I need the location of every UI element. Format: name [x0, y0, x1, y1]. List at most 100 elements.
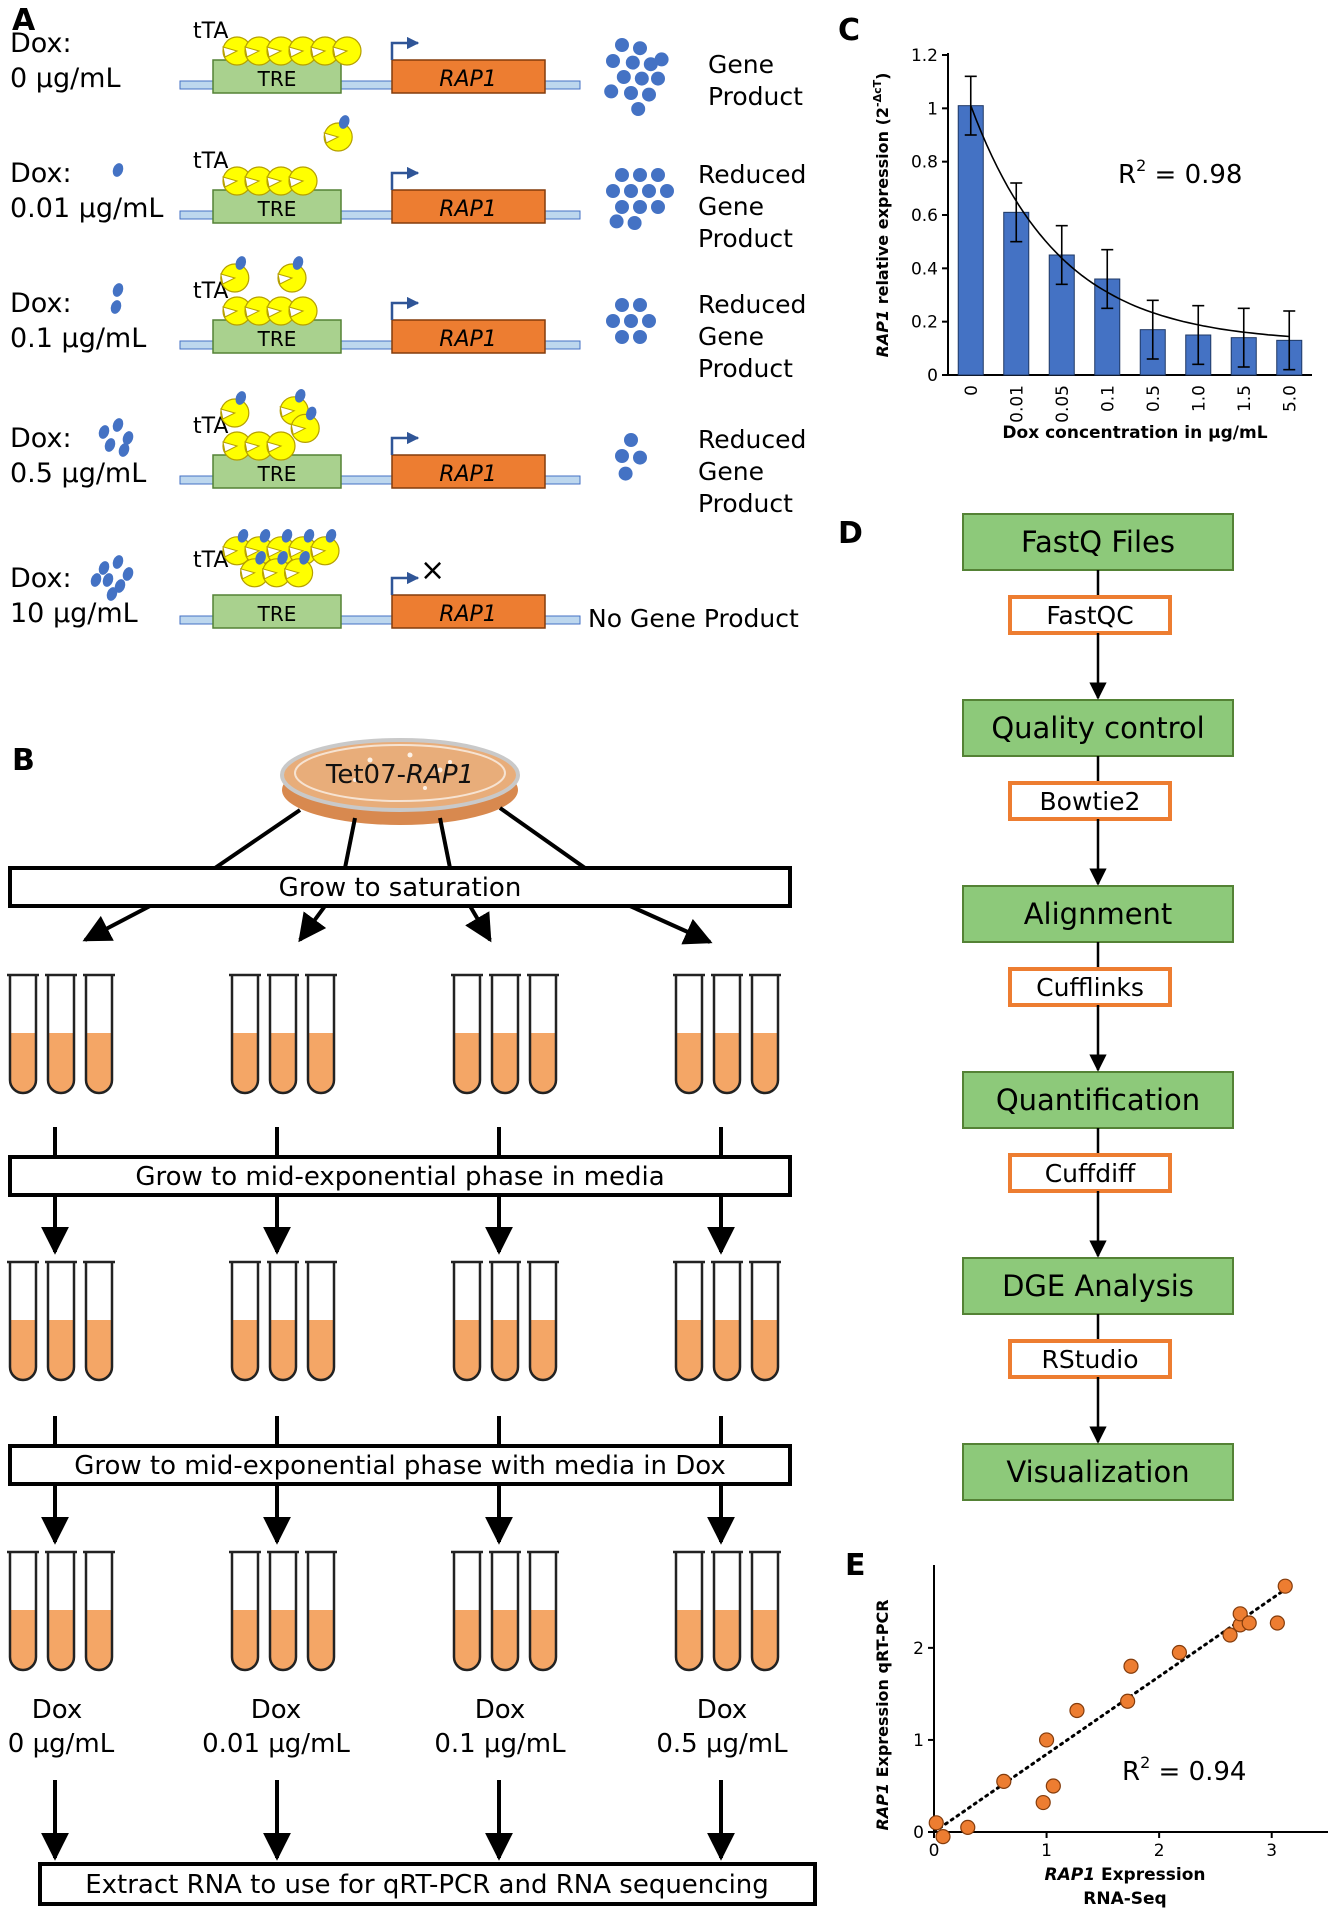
culture-liquid [232, 1033, 258, 1093]
scatter-point [1269, 1615, 1285, 1631]
tre-label: TRE [257, 67, 297, 91]
tta-proteins [222, 529, 340, 588]
tta-label: tTA [193, 19, 228, 44]
scatter-point [1045, 1778, 1061, 1794]
group-conc-label: 0 µg/mL [8, 1729, 115, 1759]
dox-drops [112, 163, 124, 177]
culture-liquid [492, 1320, 518, 1380]
scatter-point [1038, 1732, 1055, 1748]
dna-strand [179, 210, 581, 220]
dna-strand [179, 80, 581, 90]
scatter-point [1069, 1702, 1085, 1719]
pipeline-step-label: DGE Analysis [1002, 1269, 1194, 1303]
group-conc-label: 0.5 µg/mL [656, 1729, 788, 1759]
culture-liquid [752, 1610, 778, 1670]
dna-strand [179, 615, 581, 625]
test-tube-icon [8, 1552, 38, 1672]
test-tube-icon [230, 1552, 260, 1672]
dox-drops [110, 283, 124, 314]
test-tube-icon [8, 975, 38, 1095]
test-tube-icon [452, 975, 482, 1095]
panel-b: B Tet07-RAP1 Grow to saturation Grow to … [7, 738, 817, 1906]
gene-product-dots [604, 38, 669, 116]
tube-group-2 [451, 1260, 559, 1382]
culture-liquid [454, 1033, 480, 1093]
group-dox-label: Dox [475, 1695, 526, 1725]
scatter-point [928, 1815, 944, 1831]
y-tick-label: 2 [913, 1639, 924, 1659]
pipeline-step [962, 699, 1234, 757]
rap1-gene-label: RAP1 [439, 602, 497, 627]
test-tube-icon [84, 1552, 114, 1672]
culture-liquid [492, 1033, 518, 1093]
pipeline-tool [1008, 1153, 1172, 1193]
x-tick-label: 0.1 [1098, 385, 1118, 412]
rap1-gene-label: RAP1 [439, 327, 497, 352]
culture-liquid [676, 1320, 702, 1380]
scatter-point [996, 1773, 1012, 1789]
pipeline-step [962, 885, 1234, 943]
panel-c-letter: C [838, 13, 860, 48]
product-label: Gene [698, 457, 764, 486]
tube-group-3 [673, 1260, 781, 1382]
step-grow-saturation [8, 866, 792, 908]
dox-value: 0.5 µg/mL [10, 458, 146, 489]
y-tick-label: 1.2 [911, 46, 938, 66]
tube-group-0 [7, 973, 115, 1095]
test-tube-icon [674, 975, 704, 1095]
test-tube-icon [84, 1262, 114, 1382]
group-dox-label: Dox [32, 1695, 83, 1725]
culture-liquid [48, 1610, 74, 1670]
product-label: Product [708, 82, 803, 111]
pipeline-step-label: Quantification [996, 1083, 1200, 1117]
dox-label: Dox: [10, 158, 72, 189]
product-label: No Gene Product [588, 604, 799, 633]
test-tube-icon [528, 1552, 558, 1672]
test-tube-icon [46, 1552, 76, 1672]
product-label: Gene [698, 192, 764, 221]
tre-label: TRE [257, 327, 297, 351]
rap1-gene-box [391, 59, 546, 94]
product-label: Gene [708, 50, 774, 79]
step-extract-rna [38, 1862, 817, 1906]
panel-e-letter: E [845, 1548, 866, 1583]
test-tube-icon [268, 1262, 298, 1382]
test-tube-icon [306, 975, 336, 1095]
test-tube-icon [490, 975, 520, 1095]
tss-arrow-icon [390, 296, 420, 320]
rap1-gene-box [391, 454, 546, 489]
culture-liquid [10, 1320, 36, 1380]
tube-group-3 [673, 1550, 781, 1672]
rap1-gene-box [391, 594, 546, 629]
test-tube-icon [750, 975, 780, 1095]
scatter-point [935, 1829, 951, 1845]
x-axis-label-line2: RNA-Seq [1083, 1889, 1166, 1909]
step-extract-rna-label: Extract RNA to use for qRT-PCR and RNA s… [85, 1870, 769, 1900]
tta-proteins [222, 36, 362, 66]
culture-liquid [232, 1320, 258, 1380]
culture-liquid [752, 1320, 778, 1380]
culture-liquid [86, 1610, 112, 1670]
step-grow-media-label: Grow to mid-exponential phase in media [135, 1162, 664, 1192]
group-conc-label: 0.1 µg/mL [434, 1729, 566, 1759]
tube-group-1 [229, 1260, 337, 1382]
tube-group-1 [229, 973, 337, 1095]
block-mark-icon: × [420, 553, 445, 588]
dox-value: 10 µg/mL [10, 598, 138, 629]
dox-drops [98, 418, 134, 457]
panel-d-letter: D [838, 516, 863, 551]
tre-box [212, 319, 342, 354]
test-tube-icon [490, 1262, 520, 1382]
test-tube-icon [452, 1262, 482, 1382]
rap1-gene-label: RAP1 [439, 197, 497, 222]
tube-group-3 [673, 973, 781, 1095]
tss-arrow-icon [390, 36, 420, 60]
x-tick-label: 1 [1041, 1841, 1052, 1861]
y-tick-label: 0.4 [911, 259, 938, 279]
y-tick-label: 0 [927, 366, 938, 386]
y-tick-label: 0.2 [911, 313, 938, 333]
